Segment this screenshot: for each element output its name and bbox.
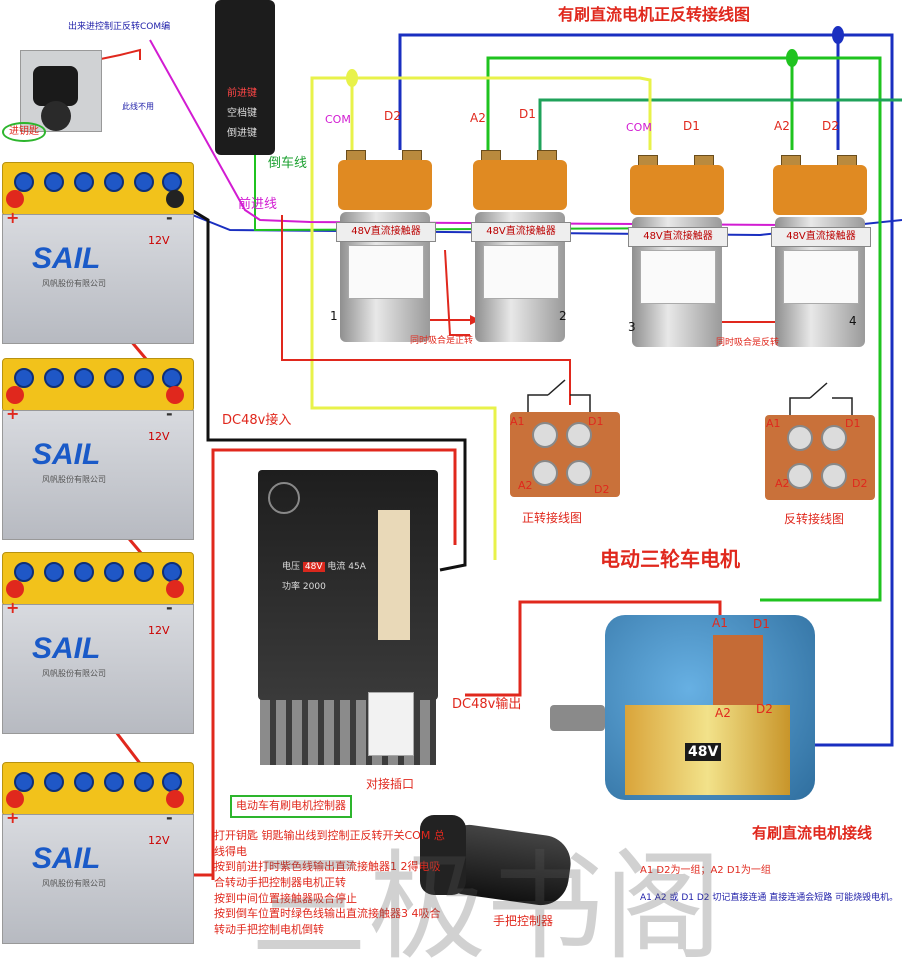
- red-wire-key: [95, 48, 141, 61]
- dc-in-label: DC48v接入: [222, 413, 292, 428]
- post-d2-4: D2: [822, 119, 839, 133]
- btn-forward: 前进键: [227, 88, 257, 99]
- post-a2-4: A2: [774, 119, 790, 133]
- motor-d2: D2: [756, 702, 773, 716]
- forward-caption: 正转接线图: [522, 511, 583, 525]
- unused-note: 此线不用: [122, 102, 154, 111]
- green-wire-top: [486, 56, 882, 602]
- blue-wire-top: [398, 33, 894, 747]
- hand-switch: 前进键 空档键 倒进键: [215, 0, 275, 155]
- motor-a1: A1: [712, 616, 728, 630]
- motor-title: 电动三轮车电机: [600, 547, 740, 571]
- motor-d1: D1: [753, 617, 770, 631]
- battery-brand: SAIL: [32, 242, 101, 275]
- black-wire: [174, 198, 467, 572]
- throttle-body: [420, 815, 466, 895]
- post-d2-1: D2: [384, 109, 401, 123]
- magenta-wire: [149, 39, 791, 226]
- contactor-4: 48V直流接触器 4: [765, 155, 875, 355]
- instructions: 打开钥匙 钥匙输出线到控制正反转开关COM 总 线得电 按到前进打时紫色线输出直…: [214, 829, 445, 936]
- contactor-1: 48V直流接触器 1: [330, 150, 440, 350]
- reverse-terminal-plate: [765, 415, 875, 500]
- key-switch: [20, 50, 102, 132]
- battery-4: +- SAIL 12V 风帆股份有限公司: [2, 762, 194, 944]
- watermark: 三极书阁: [250, 838, 723, 972]
- key-top-note: 出来进控制正反转COM编: [68, 22, 171, 32]
- red-wire-motor: [465, 600, 722, 697]
- dc-motor: 48V: [550, 595, 825, 805]
- forward-line-label: 前进线: [238, 197, 278, 212]
- post-a2-2: A2: [470, 111, 486, 125]
- btn-neutral: 空档键: [227, 108, 257, 119]
- key-label: 进钥匙: [2, 122, 46, 142]
- battery-3: +- SAIL 12V 风帆股份有限公司: [2, 552, 194, 734]
- motor-controller: 电压 48V 电流 45A 功率 2000: [258, 470, 438, 700]
- post-d1-2: D1: [519, 107, 536, 121]
- post-d1-3: D1: [683, 119, 700, 133]
- green-wire-mid: [538, 98, 902, 150]
- battery-1: +- SAIL 12V 风帆股份有限公司: [2, 162, 194, 344]
- reverse-line-label: 倒车线: [268, 156, 308, 171]
- battery-2: +- SAIL 12V 风帆股份有限公司: [2, 358, 194, 540]
- motor-voltage: 48V: [685, 743, 722, 762]
- reverse-caption: 反转接线图: [784, 512, 845, 526]
- motor-warning-note: A1 A2 或 D1 D2 切记直接连通 直接连通会短路 可能烧毁电机。: [640, 893, 899, 903]
- post-com-1: COM: [325, 113, 351, 126]
- controller-caption: 电动车有刷电机控制器: [230, 795, 352, 818]
- connector-label: 对接插口: [366, 777, 415, 791]
- motor-groups-note: A1 D2为一组；A2 D1为一组: [640, 865, 771, 876]
- red-wire-pair1: [281, 215, 571, 405]
- diagram-title: 有刷直流电机正反转接线图: [558, 5, 751, 24]
- red-wire-controller: [211, 448, 457, 880]
- motor-a2: A2: [715, 706, 731, 720]
- btn-reverse: 倒进键: [227, 128, 257, 139]
- contactor-2: 48V直流接触器 2: [465, 150, 575, 350]
- yellow-wire: [310, 76, 497, 560]
- contactor-3: 48V直流接触器 3: [622, 155, 732, 355]
- pair-note-forward: 同时吸合是正转: [410, 336, 474, 346]
- forward-terminal-plate: [510, 412, 620, 497]
- post-com-3: COM: [626, 121, 652, 134]
- battery-voltage: 12V: [148, 234, 170, 247]
- motor-caption: 有刷直流电机接线: [752, 824, 873, 842]
- yellow-wire-2: [352, 76, 652, 150]
- pair-note-reverse: 同时吸合是反转: [716, 338, 780, 348]
- controller-connector: [368, 692, 414, 756]
- dc-out-label: DC48v输出: [452, 697, 522, 712]
- throttle-label: 手把控制器: [493, 914, 554, 928]
- red-wire-pair2: [444, 249, 470, 336]
